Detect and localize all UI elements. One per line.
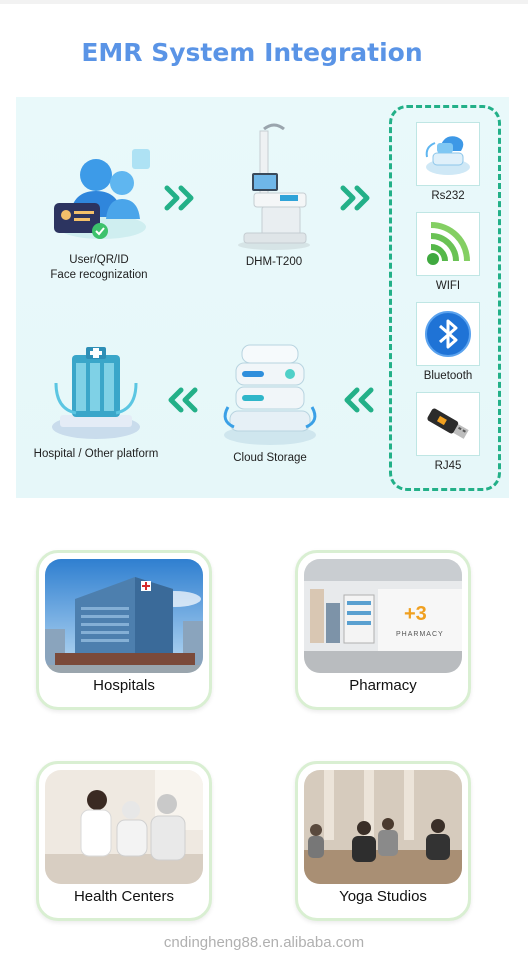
- venue-caption: Yoga Studios: [339, 888, 427, 905]
- venue-card-yoga-studios[interactable]: Yoga Studios: [295, 761, 471, 921]
- user-id-node: User/QR/ID Face recognization: [34, 139, 164, 283]
- pharmacy-photo: +3 PHARMACY: [304, 559, 462, 673]
- chevron-left-icon: [344, 387, 374, 413]
- connection-label: Rs232: [431, 190, 465, 202]
- user-face-recognition-icon: [54, 149, 150, 239]
- health-center-photo: [45, 770, 203, 884]
- venue-caption: Health Centers: [73, 888, 175, 905]
- user-id-label-line2: Face recognization: [50, 269, 148, 281]
- connection-options-box: Rs232 WIFI Bluetooth: [389, 105, 501, 491]
- chevron-right-icon: [340, 185, 370, 211]
- venue-card-health-centers[interactable]: Health Centers: [36, 761, 212, 921]
- health-kiosk-icon: [238, 123, 310, 250]
- connection-bluetooth: Bluetooth: [416, 302, 480, 382]
- connection-label: RJ45: [434, 460, 462, 472]
- chevron-right-icon: [164, 185, 194, 211]
- venue-card-hospitals[interactable]: Hospitals: [36, 550, 212, 710]
- user-id-label-line1: User/QR/ID: [69, 254, 129, 266]
- wifi-icon: [427, 222, 470, 265]
- device-node: DHM-T200: [224, 121, 324, 270]
- device-label: DHM-T200: [245, 256, 303, 268]
- hospital-platform-node: Hospital / Other platform: [16, 343, 176, 462]
- bluetooth-icon: [425, 311, 471, 357]
- server-stack-icon: [223, 344, 317, 445]
- hospital-platform-label: Hospital / Other platform: [33, 448, 159, 460]
- connection-rs232: Rs232: [416, 122, 480, 202]
- rj45-usb-icon: [427, 408, 469, 439]
- connection-label: WIFI: [435, 280, 461, 292]
- rs232-icon: [425, 136, 470, 175]
- cloud-storage-node: Cloud Storage: [212, 341, 328, 466]
- top-divider: [0, 0, 528, 4]
- chevron-left-icon: [168, 387, 198, 413]
- watermark: cndingheng88.en.alibaba.com: [163, 934, 365, 951]
- hospital-building-icon: [52, 347, 140, 439]
- connection-wifi: WIFI: [416, 212, 480, 292]
- hospital-photo: [45, 559, 203, 673]
- connection-label: Bluetooth: [423, 370, 473, 382]
- venue-caption: Pharmacy: [349, 677, 417, 694]
- pharmacy-sign-badge: +3: [404, 603, 427, 625]
- venue-caption: Hospitals: [93, 677, 155, 694]
- connection-rj45: RJ45: [416, 392, 480, 472]
- integration-panel: User/QR/ID Face recognization DHM-T200: [16, 97, 509, 498]
- venue-card-pharmacy[interactable]: +3 PHARMACY Pharmacy: [295, 550, 471, 710]
- page-title: EMR System Integration: [81, 38, 423, 67]
- yoga-studio-photo: [304, 770, 462, 884]
- pharmacy-sign-text: PHARMACY: [396, 631, 444, 638]
- cloud-storage-label: Cloud Storage: [233, 452, 307, 464]
